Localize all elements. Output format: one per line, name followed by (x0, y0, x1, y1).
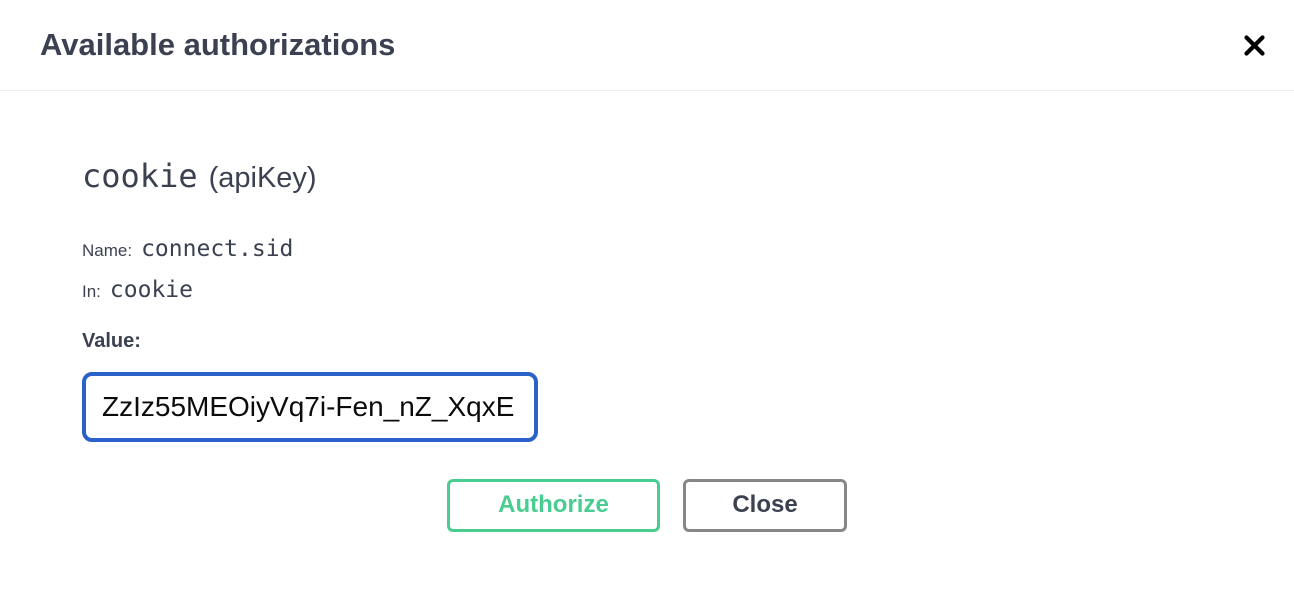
authorize-button[interactable]: Authorize (447, 478, 660, 532)
modal-header: Available authorizations (0, 0, 1294, 91)
close-modal-button[interactable] (1242, 33, 1266, 57)
name-label: Name: (82, 240, 133, 260)
auth-scheme-section: cookie (apiKey) Name: connect.sid In: co… (0, 91, 1294, 532)
close-button[interactable]: Close (683, 478, 847, 532)
modal-actions: Authorize Close (0, 478, 1294, 532)
in-value: cookie (109, 277, 193, 304)
in-label: In: (82, 282, 101, 302)
scheme-in-row: In: cookie (82, 277, 1294, 305)
scheme-name: cookie (82, 157, 198, 195)
value-label: Value: (82, 329, 141, 352)
auth-modal: Available authorizations cookie (apiKey)… (0, 0, 1294, 532)
scheme-heading: cookie (apiKey) (82, 157, 1294, 196)
name-value: connect.sid (141, 235, 294, 262)
scheme-type: (apiKey) (208, 162, 317, 194)
close-icon (1243, 34, 1265, 56)
value-input[interactable] (82, 371, 538, 442)
modal-title: Available authorizations (40, 27, 396, 62)
scheme-name-row: Name: connect.sid (82, 236, 1294, 264)
